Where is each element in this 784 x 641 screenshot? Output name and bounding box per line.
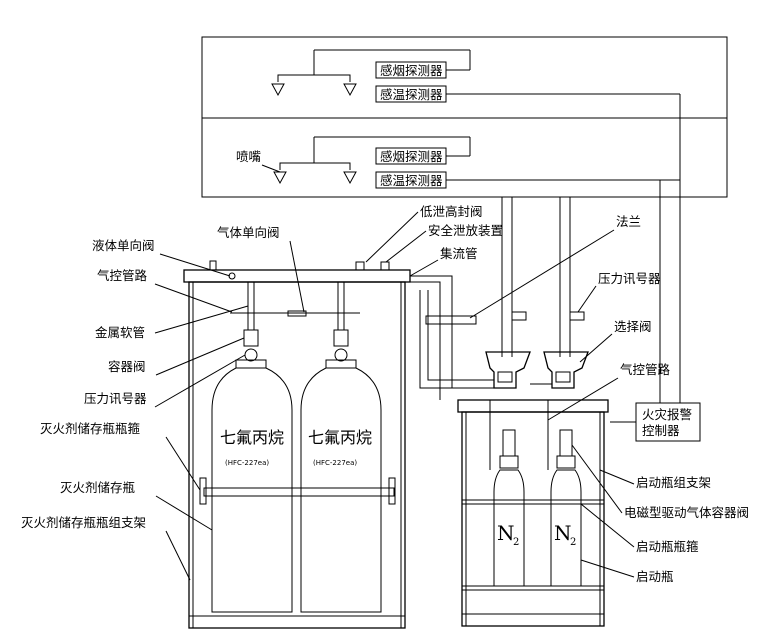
pressure-switch-right-2 <box>569 311 585 321</box>
pressure-gauge-icon <box>334 348 348 362</box>
agent-bottle-rack: 七氟丙烷 (HFC-227ea) 七氟丙烷 (HFC-227ea) <box>183 260 453 629</box>
label-agent-bottle-hoop: 灭火剂储存瓶瓶箍 <box>40 421 141 436</box>
rack-frame <box>188 281 406 629</box>
cylinder-body <box>211 367 293 613</box>
label-pneumatic-pipe-right: 气控管路 <box>620 362 671 377</box>
pneumatic-line <box>419 290 494 389</box>
cylinder-agent-name: 七氟丙烷 <box>220 428 284 447</box>
hoop-clamp <box>199 477 207 505</box>
start-bottle-rack: N 2 N 2 <box>419 290 609 627</box>
label-start-bottle-hoop: 启动瓶瓶箍 <box>636 539 699 554</box>
selector-valve-1 <box>485 351 531 389</box>
manifold-pipe-b <box>410 275 453 388</box>
label-metal-hose: 金属软管 <box>95 325 145 340</box>
gas-check-valve-body <box>287 310 307 317</box>
nozzle-leader <box>261 164 281 173</box>
container-valve <box>243 329 259 347</box>
nozzle-icon <box>271 83 285 97</box>
label-liquid-check-valve: 液体单向阀 <box>92 238 155 253</box>
selector-valve-2 <box>543 351 589 389</box>
smoke-detector-label: 感烟探测器 <box>380 149 443 164</box>
solenoid-valve <box>502 429 516 457</box>
label-start-bottle-rack: 启动瓶组支架 <box>636 475 711 490</box>
label-start-bottle: 启动瓶 <box>636 569 674 584</box>
callouts: 低泄高封阀 安全泄放装置 集流管 法兰 压力讯号器 选择阀 气控管路 启动瓶组支… <box>21 204 749 584</box>
fire-alarm-controller-line1: 火灾报警 <box>642 407 692 422</box>
start-bottle-2: N 2 <box>547 400 582 587</box>
start-bottle-1: N 2 <box>489 400 525 587</box>
top-nozzle-pipe <box>277 74 351 82</box>
fire-alarm-controller-line2: 控制器 <box>642 423 680 438</box>
solenoid-valve <box>559 429 573 457</box>
nozzle-icon <box>273 171 287 185</box>
nozzle-icon <box>343 171 357 185</box>
pressure-gauge-icon <box>244 348 258 362</box>
agent-cylinder-2: 七氟丙烷 (HFC-227ea) <box>300 282 382 613</box>
label-pressure-switch-left: 压力讯号器 <box>84 391 147 406</box>
start-bottle-gas: N <box>554 521 572 545</box>
start-bottle-gas-sub: 2 <box>570 537 576 548</box>
cylinder-agent-name: 七氟丙烷 <box>308 428 372 447</box>
cylinder-body <box>300 367 382 613</box>
start-bottle-gas-sub: 2 <box>513 537 519 548</box>
feed-lines <box>469 50 681 403</box>
cylinder-agent-model: (HFC-227ea) <box>225 459 269 467</box>
label-pneumatic-pipe-left: 气控管路 <box>97 268 148 283</box>
manifold-pipe <box>410 281 441 400</box>
cylinder-agent-model: (HFC-227ea) <box>313 459 357 467</box>
agent-cylinder-1: 七氟丙烷 (HFC-227ea) <box>211 282 293 613</box>
label-selector-valve: 选择阀 <box>614 319 652 334</box>
label-gas-check-valve: 气体单向阀 <box>217 225 280 240</box>
label-solenoid-drive: 电磁型驱动气体容器阀 <box>624 505 749 520</box>
start-bottle-body <box>550 469 582 587</box>
nozzle-icon <box>343 83 357 97</box>
container-valve <box>333 329 349 347</box>
protected-rooms: 感烟探测器 感温探测器 喷嘴 感烟探测器 感温探测器 <box>201 36 728 198</box>
label-safety-relief: 安全泄放装置 <box>428 223 503 238</box>
start-bottle-gas: N <box>497 521 515 545</box>
hoop-clamp <box>388 477 396 505</box>
flange-plate <box>425 315 477 325</box>
pressure-switch-right-1 <box>511 311 527 321</box>
label-agent-bottle-rack: 灭火剂储存瓶瓶组支架 <box>21 515 146 530</box>
start-rack-top-bar <box>457 399 609 413</box>
label-low-leak-valve: 低泄高封阀 <box>420 204 483 219</box>
start-bottle-body <box>493 469 525 587</box>
heat-detector-label: 感温探测器 <box>380 173 443 188</box>
label-manifold: 集流管 <box>440 246 478 261</box>
bottle-hoop-bar <box>203 487 395 497</box>
label-agent-bottle: 灭火剂储存瓶 <box>60 480 135 495</box>
label-pressure-switch-right: 压力讯号器 <box>598 271 661 286</box>
rooms-frame <box>201 36 728 198</box>
smoke-detector-label: 感烟探测器 <box>380 63 443 78</box>
start-rack-frame <box>461 411 605 627</box>
nozzle-label: 喷嘴 <box>236 149 262 164</box>
label-container-valve: 容器阀 <box>108 359 146 374</box>
label-flange: 法兰 <box>616 214 641 229</box>
heat-detector-label: 感温探测器 <box>380 87 443 102</box>
bottom-nozzle-pipe <box>279 162 351 170</box>
